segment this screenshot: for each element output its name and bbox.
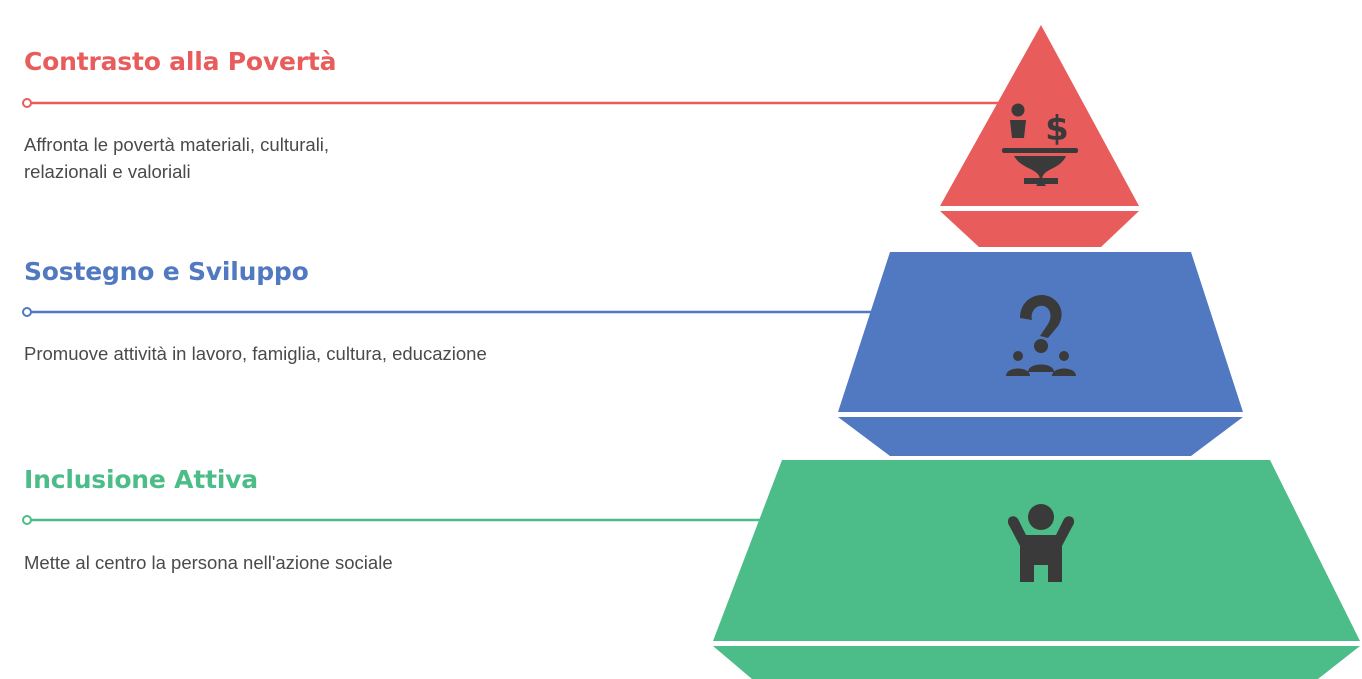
- connector-bottom: [22, 515, 780, 525]
- level-description: Promuove attività in lavoro, famiglia, c…: [24, 343, 487, 364]
- scale-person-dollar-icon: $: [1002, 103, 1078, 186]
- level-title: Contrasto alla Povertà: [24, 47, 337, 76]
- level-description: Mette al centro la persona nell'azione s…: [24, 552, 393, 573]
- connector-top: [22, 98, 1000, 108]
- pyramid-tier-middle: [838, 252, 1243, 456]
- person-arms-up-icon: [1007, 504, 1075, 582]
- level-description: Affronta le povertà materiali, culturali…: [24, 134, 330, 182]
- svg-text:$: $: [1045, 109, 1069, 149]
- level-title: Sostegno e Sviluppo: [24, 257, 309, 286]
- level-title: Inclusione Attiva: [24, 465, 258, 494]
- group-support-icon: [1006, 294, 1076, 376]
- connector-middle: [22, 307, 884, 317]
- pyramid-tier-top: [940, 25, 1139, 247]
